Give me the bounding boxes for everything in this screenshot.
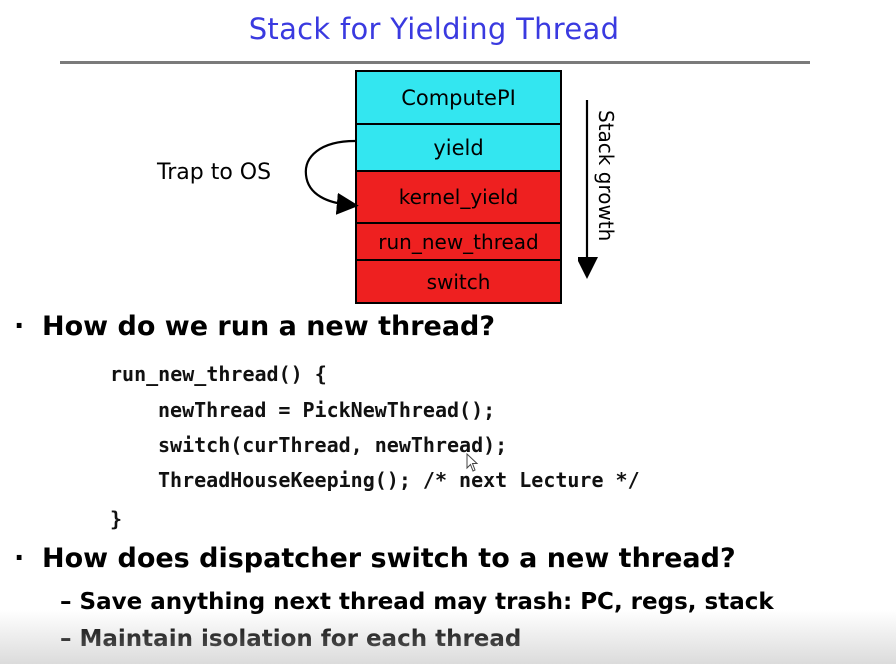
code-line-5: } <box>110 507 123 531</box>
slide-title: Stack for Yielding Thread <box>248 12 620 46</box>
trap-arrow-icon <box>304 139 359 215</box>
stack-growth-label: Stack growth <box>594 110 618 242</box>
trap-to-os-label: Trap to OS <box>157 160 272 185</box>
bullet-run-new-thread: · How do we run a new thread? <box>14 311 495 342</box>
bullet-text: How do we run a new thread? <box>42 311 496 342</box>
bullet-dot: · <box>14 543 25 574</box>
subbullet-isolation: – Maintain isolation for each thread <box>60 626 521 652</box>
code-line-3: switch(curThread, newThread); <box>158 433 508 457</box>
bullet-dispatcher-switch: · How does dispatcher switch to a new thr… <box>14 543 736 574</box>
title-divider <box>60 61 810 64</box>
stack-frame-yield: yield <box>357 123 560 170</box>
bullet-text: How does dispatcher switch to a new thre… <box>42 543 736 574</box>
dash: – <box>60 626 80 652</box>
stack-frame-kernel-yield: kernel_yield <box>357 170 560 222</box>
code-line-4: ThreadHouseKeeping(); /* next Lecture */ <box>158 468 640 492</box>
subbullet-text: Save anything next thread may trash: PC,… <box>79 589 774 615</box>
subbullet-text: Maintain isolation for each thread <box>79 626 522 652</box>
stack-frame-computepi: ComputePI <box>357 72 560 123</box>
code-line-2: newThread = PickNewThread(); <box>158 398 496 422</box>
stack-frame-switch: switch <box>357 259 560 302</box>
stack-diagram: ComputePI yield kernel_yield run_new_thr… <box>355 70 562 304</box>
subbullet-save: – Save anything next thread may trash: P… <box>60 589 774 615</box>
stack-growth-arrow-icon <box>578 100 598 279</box>
code-line-1: run_new_thread() { <box>110 362 327 386</box>
bullet-dot: · <box>14 311 25 342</box>
dash: – <box>60 589 80 615</box>
mouse-cursor-icon <box>466 453 479 472</box>
stack-frame-run-new-thread: run_new_thread <box>357 222 560 259</box>
